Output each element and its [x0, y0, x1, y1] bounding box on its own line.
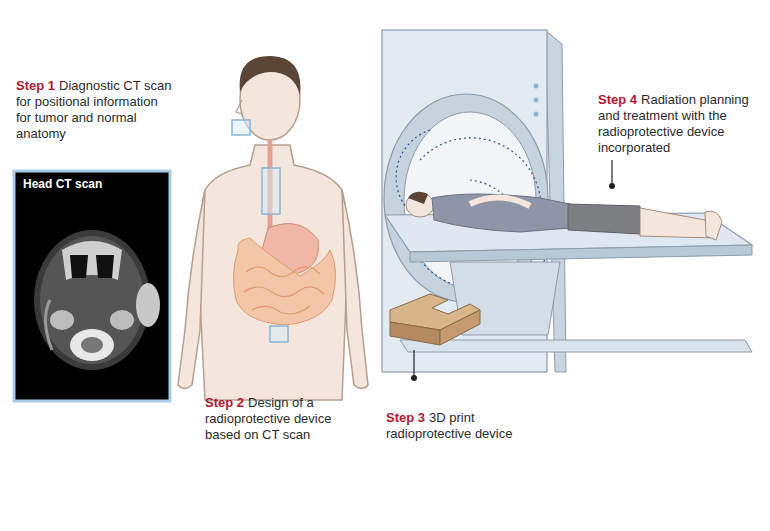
- ct-image: [14, 171, 170, 401]
- step-note: Step 4Radiation planning and treatment w…: [598, 92, 763, 156]
- step-number: Step 2: [205, 395, 244, 410]
- step-note: Step 33D print radioprotective device: [386, 410, 546, 442]
- radiation-machine: [382, 30, 752, 372]
- image-title: Head CT scan: [14, 171, 170, 191]
- patient: [406, 192, 722, 240]
- step-number: Step 1: [16, 78, 55, 93]
- step-note: Step 1Diagnostic CT scan for positional …: [16, 78, 176, 142]
- ct-image-box: Head CT scan: [14, 171, 170, 401]
- step-number: Step 3: [386, 410, 425, 425]
- radioprotective-device: [390, 294, 480, 345]
- step-note: Step 2Design of a radioprotective device…: [205, 395, 365, 443]
- step-number: Step 4: [598, 92, 637, 107]
- human-body: [178, 56, 368, 400]
- leader-line: [411, 160, 615, 381]
